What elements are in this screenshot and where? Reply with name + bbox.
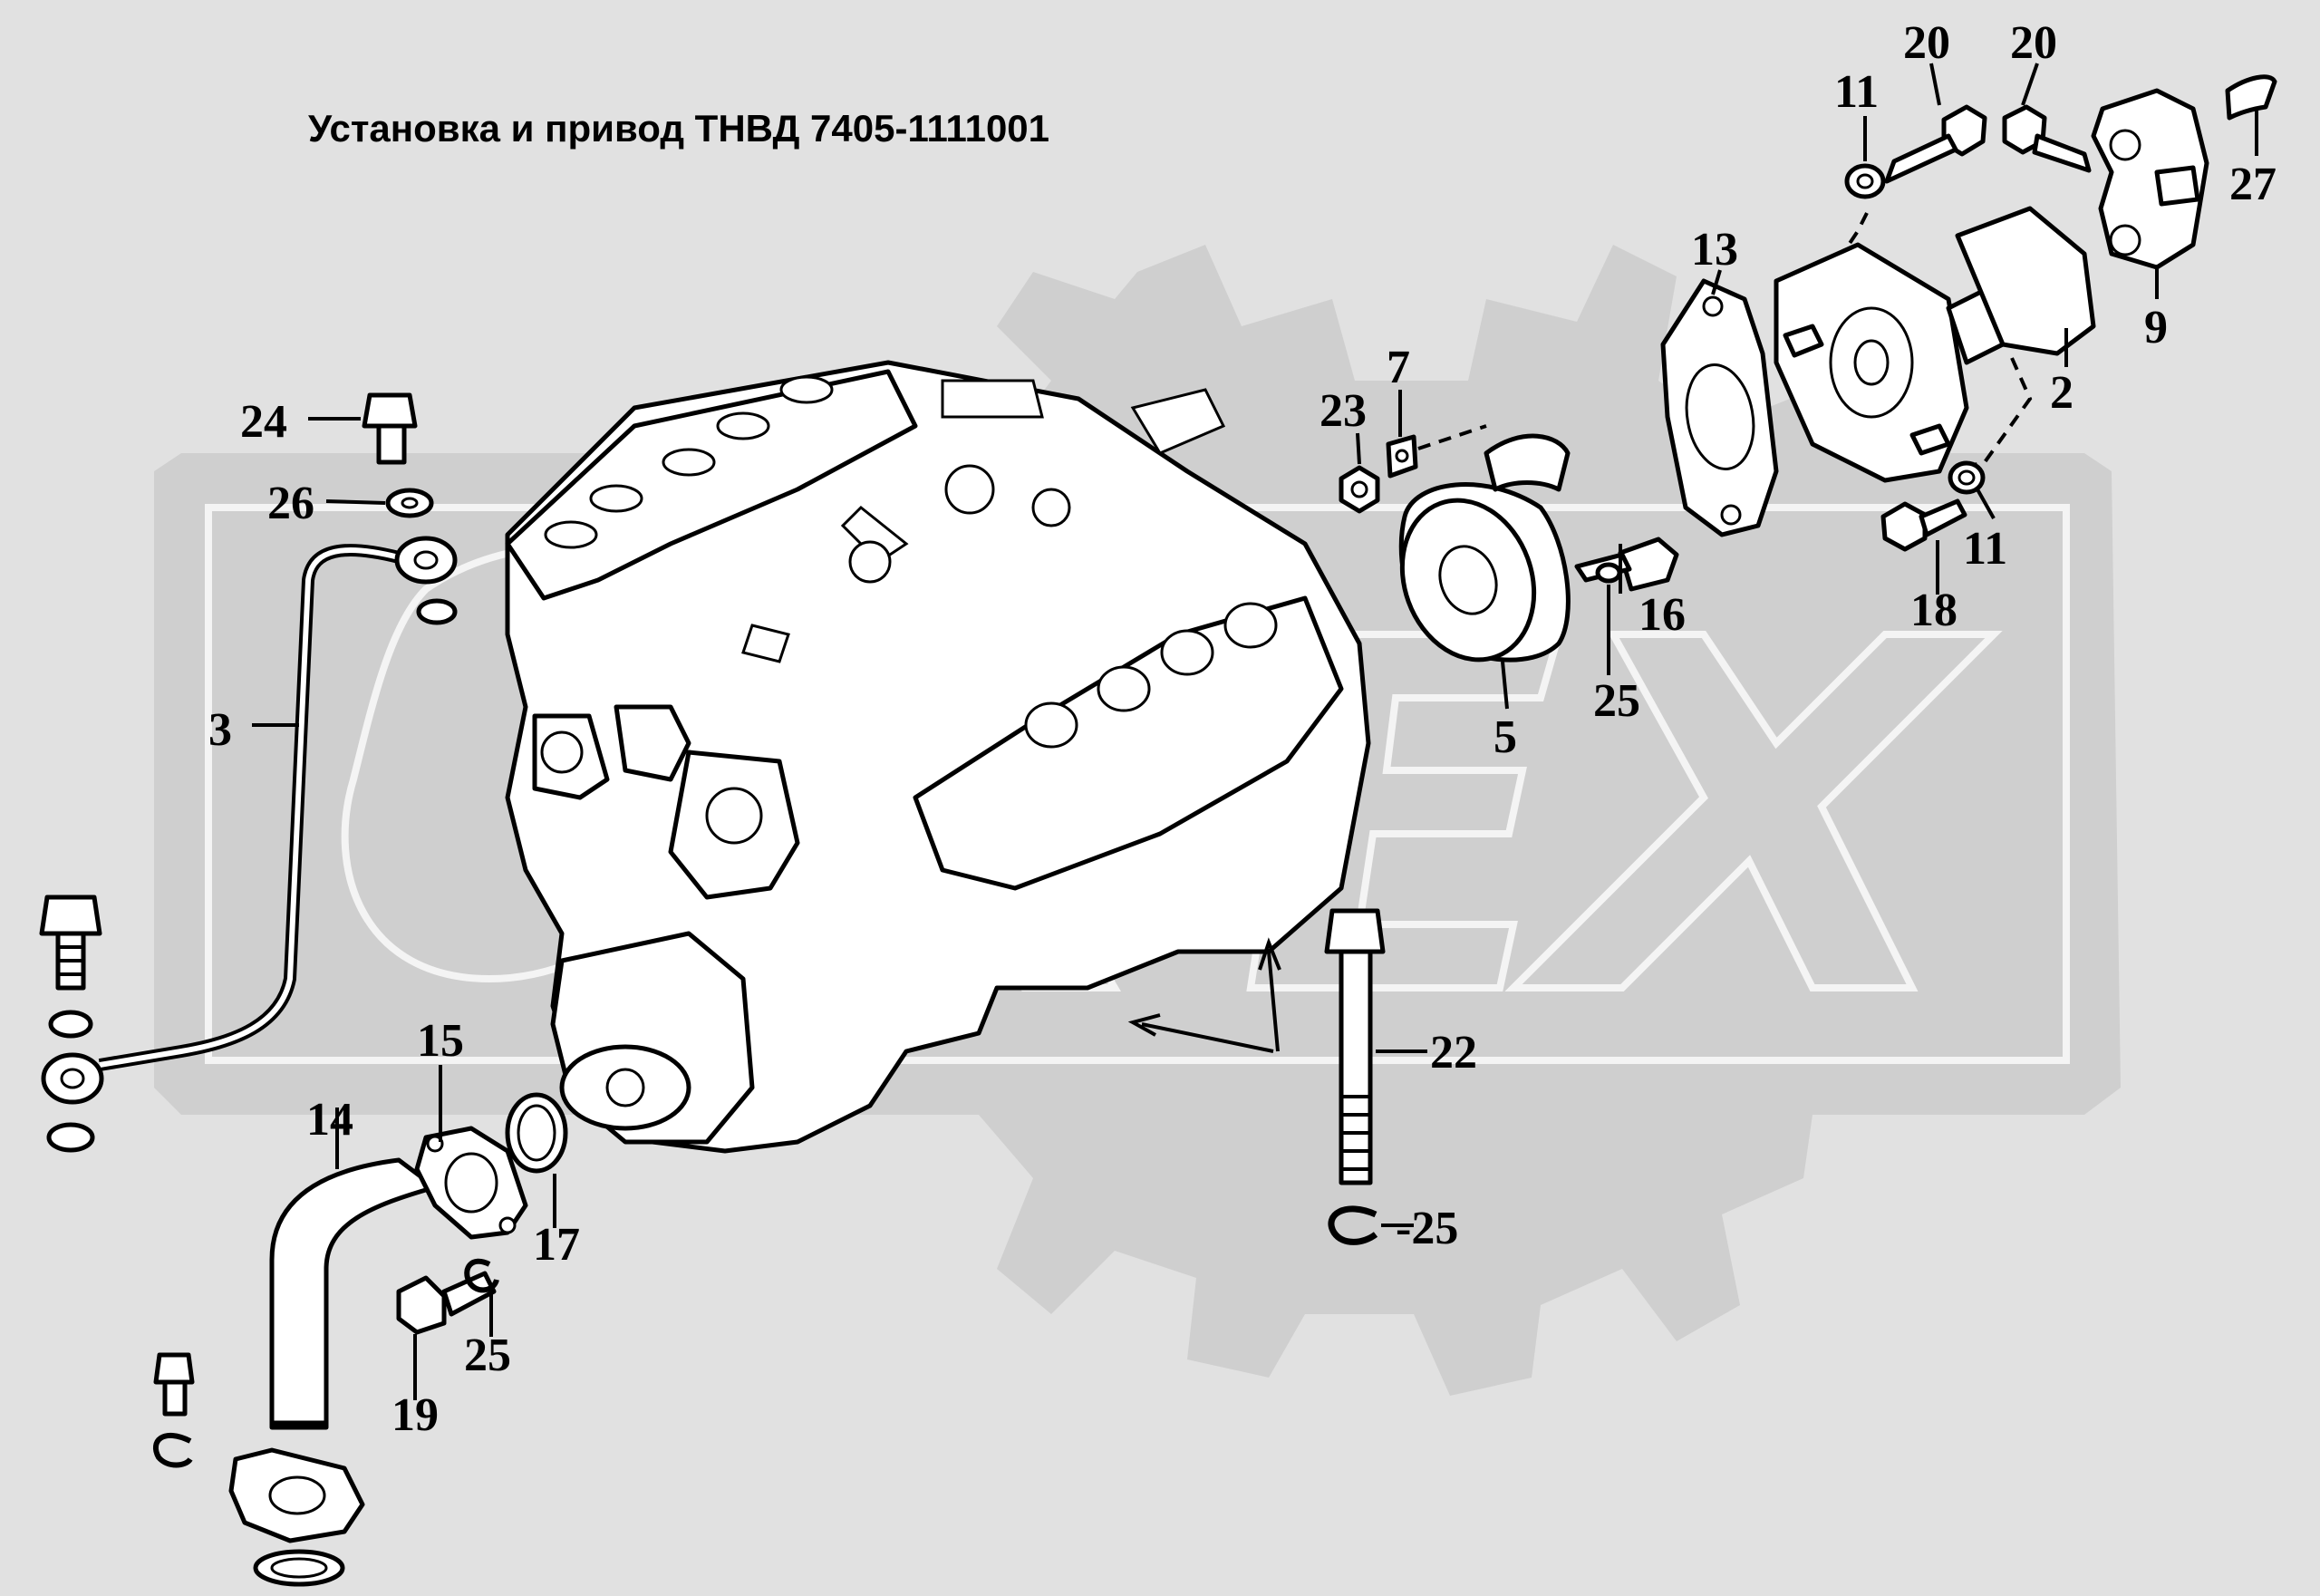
callout-2: 2 (2050, 367, 2074, 419)
diagram-title: Установка и привод ТНВД 7405-1111001 (308, 107, 1050, 150)
callout-17: 17 (533, 1219, 580, 1271)
callout-11-upper: 11 (1834, 66, 1879, 118)
part-25-washer-lower (464, 1258, 499, 1293)
drive-flange-hole (605, 1068, 645, 1108)
callout-23: 23 (1320, 385, 1367, 437)
injection-pump-assembly (505, 360, 1371, 1154)
callout-22: 22 (1430, 1027, 1477, 1079)
callout-16: 16 (1638, 589, 1686, 641)
callout-labels: 24 26 3 14 15 17 19 25 22 -25 23 7 5 16 … (208, 17, 2276, 1441)
callout-13: 13 (1691, 224, 1738, 276)
part-2-bracket (1774, 206, 2096, 483)
callout-24: 24 (240, 396, 287, 448)
callout-27: 27 (2229, 159, 2276, 210)
alignment-dash-upper (1847, 212, 1869, 247)
alignment-dash-lower (1966, 357, 2033, 469)
callout-20-right: 20 (2010, 17, 2057, 69)
pump-housing (505, 360, 1371, 1154)
part-25-clip-bolt (1328, 1205, 1378, 1245)
callout-7: 7 (1387, 342, 1410, 393)
right-plungers (1024, 602, 1278, 749)
callout-11-lower: 11 (1963, 523, 2007, 575)
pump-left-bank (505, 369, 918, 601)
callout-25-lower: 25 (464, 1330, 511, 1381)
rotation-arrows (1127, 937, 1281, 1053)
governor-linkage (741, 379, 1226, 663)
part-5-drive-coupling (1398, 424, 1571, 663)
hose-lower-flange (228, 1447, 365, 1587)
callout-19: 19 (392, 1389, 439, 1441)
part-9-coupling-half (2091, 88, 2209, 270)
watermark-letter-x (1504, 631, 2003, 991)
part-7-lock-plate (1386, 434, 1418, 479)
part-26-washer (385, 488, 434, 518)
callout-3: 3 (208, 704, 232, 756)
leader-lines (252, 63, 2258, 1400)
part-20-bolt-right (2002, 104, 2092, 173)
part-17-gasket (505, 1092, 568, 1174)
callout-14: 14 (306, 1094, 353, 1146)
callout-9: 9 (2144, 302, 2168, 353)
part-3-fuel-pipe (41, 536, 458, 1105)
part-19-bolt (396, 1271, 497, 1335)
part-18-bolt (1880, 498, 1967, 552)
part-27-key (2225, 74, 2277, 121)
part-24-banjo-bolt (362, 392, 418, 465)
part-13-gasket (1660, 278, 1779, 537)
part-20-bolt-left (1884, 104, 1987, 184)
part-22-long-bolt (1324, 908, 1386, 1185)
watermark-letter-e (1246, 631, 1564, 991)
part-25-washer-upper (1595, 562, 1622, 584)
part-23-nut (1339, 465, 1380, 514)
callout-15: 15 (417, 1015, 464, 1067)
priming-pump (532, 704, 800, 900)
callout-5: 5 (1494, 711, 1517, 763)
callout-25-upper: 25 (1593, 675, 1640, 727)
bottom-left-bolt (152, 1352, 195, 1468)
upper-plungers (544, 375, 834, 549)
callout-25-bolt: -25 (1396, 1203, 1458, 1254)
part-11-washer-lower (1948, 460, 1986, 495)
part-15-flange (414, 1126, 528, 1240)
part-11-washer-upper (1844, 163, 1886, 199)
callout-20-left: 20 (1903, 17, 1950, 69)
pipe-lower-bolt-stack (39, 895, 102, 1153)
callout-18: 18 (1910, 585, 1958, 636)
callout-26: 26 (267, 478, 314, 529)
